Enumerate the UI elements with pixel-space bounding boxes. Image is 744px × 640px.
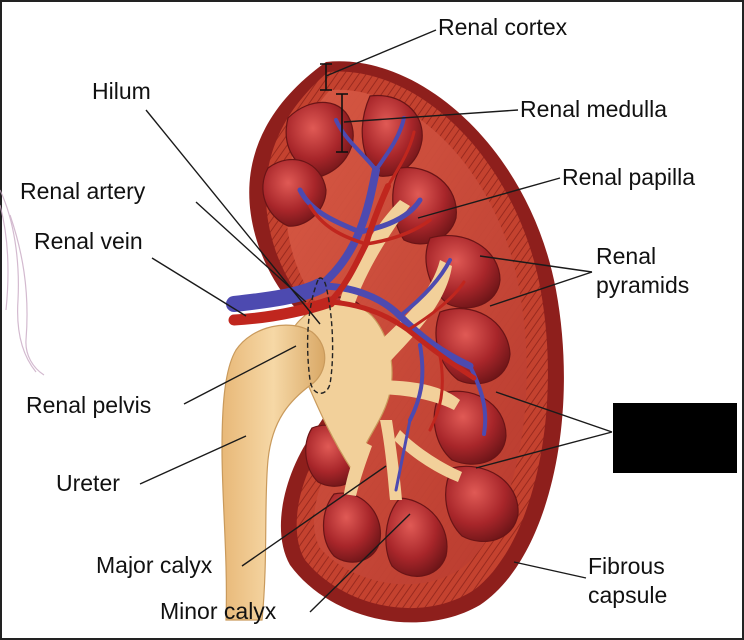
label-renal-pyramids: Renal pyramids xyxy=(596,242,689,300)
label-fibrous-capsule-line1: Fibrous xyxy=(588,552,667,581)
label-renal-vein: Renal vein xyxy=(34,228,143,255)
label-renal-artery: Renal artery xyxy=(20,178,145,205)
label-minor-calyx: Minor calyx xyxy=(160,598,276,625)
leader-renal-vein xyxy=(152,258,246,316)
label-fibrous-capsule: Fibrous capsule xyxy=(588,552,667,610)
label-renal-papilla: Renal papilla xyxy=(562,164,695,191)
label-renal-medulla: Renal medulla xyxy=(520,96,667,123)
leader-fibrous-capsule xyxy=(514,562,586,578)
label-ureter: Ureter xyxy=(56,470,120,497)
label-renal-cortex: Renal cortex xyxy=(438,14,567,41)
label-major-calyx: Major calyx xyxy=(96,552,212,579)
redacted-label-box xyxy=(613,403,737,473)
label-renal-pelvis: Renal pelvis xyxy=(26,392,151,419)
label-renal-pyramids-line1: Renal xyxy=(596,242,689,271)
label-fibrous-capsule-line2: capsule xyxy=(588,581,667,610)
body-silhouette xyxy=(0,190,44,375)
label-renal-pyramids-line2: pyramids xyxy=(596,271,689,300)
label-hilum: Hilum xyxy=(92,78,151,105)
